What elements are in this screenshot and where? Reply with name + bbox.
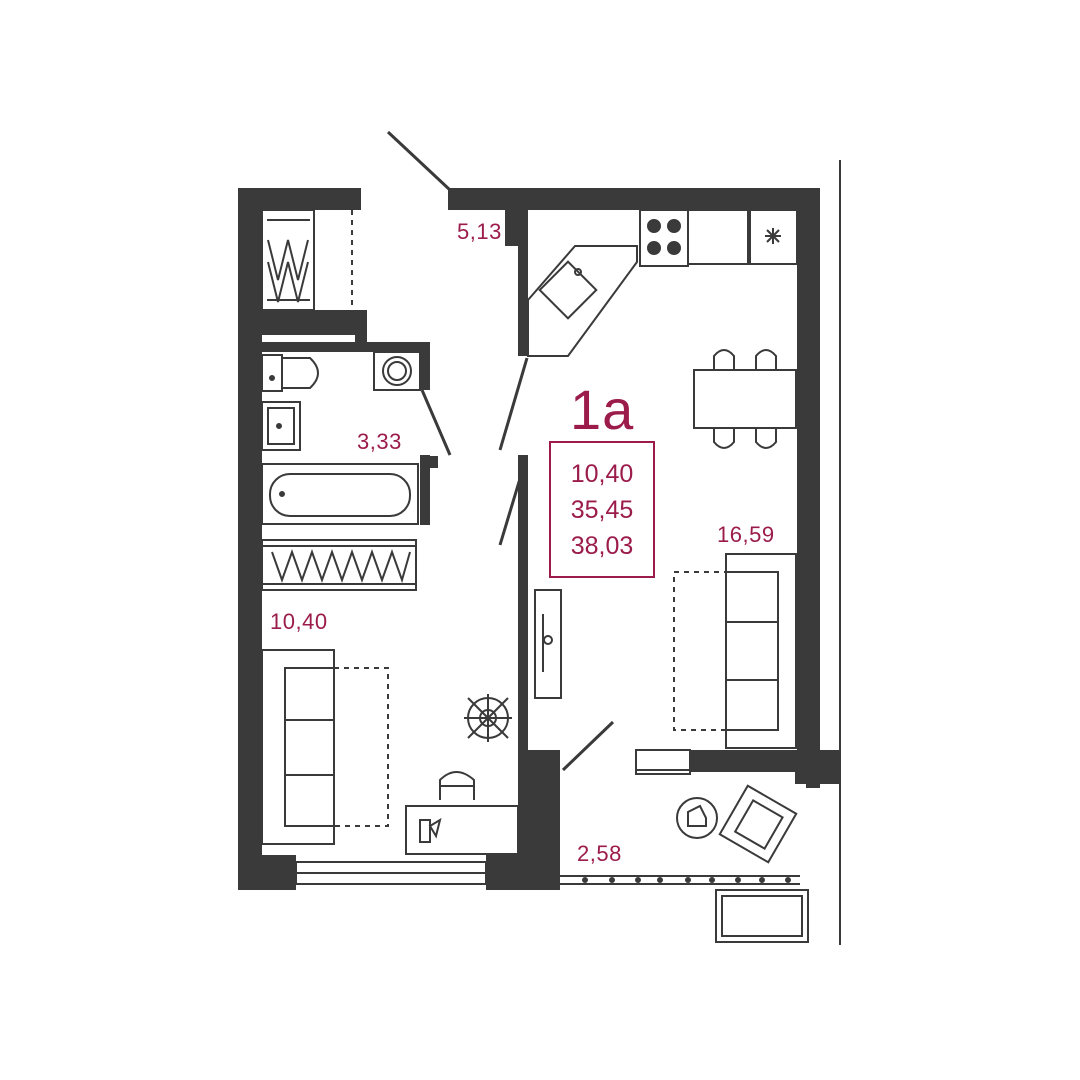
stove-icon — [639, 209, 689, 267]
room-area-bedroom: 10,40 — [270, 609, 328, 634]
room-area-hall: 5,13 — [457, 219, 502, 244]
bathtub-icon — [261, 463, 419, 525]
desk-icon — [405, 805, 519, 855]
wardrobe-icon — [261, 209, 353, 311]
dining-table-icon — [693, 349, 797, 449]
apartment-code: 1a — [570, 378, 635, 441]
sofa-icon — [673, 553, 797, 749]
total-area: 35,45 — [570, 495, 634, 524]
plant-icon — [464, 694, 512, 742]
balcony-rail-dots — [582, 877, 791, 883]
outer-box — [715, 889, 809, 943]
chair-icon — [676, 797, 718, 839]
tv-stand-icon — [635, 749, 691, 775]
tv-stand-icon — [534, 589, 562, 699]
outer-box-inner — [721, 895, 803, 937]
room-area-bathroom: 3,33 — [357, 429, 402, 454]
living-area: 10,40 — [570, 459, 634, 488]
room-area-balcony: 2,58 — [577, 841, 622, 866]
total-with-balcony: 38,03 — [570, 531, 634, 560]
chair-icon — [439, 771, 475, 800]
sofa-icon — [261, 649, 389, 845]
area-summary: 10,40 35,45 38,03 — [549, 441, 655, 578]
walls — [238, 188, 839, 890]
fridge-icon — [749, 209, 798, 265]
sink-icon — [527, 245, 638, 357]
doors — [386, 130, 615, 772]
sink-icon — [261, 401, 301, 451]
washing-machine-icon — [373, 351, 421, 391]
wardrobe-icon — [261, 539, 417, 591]
counter — [687, 209, 749, 265]
armchair-icon — [718, 784, 798, 864]
room-area-kitchen-living: 16,59 — [717, 522, 775, 547]
toilet-icon — [261, 354, 319, 392]
windows — [295, 160, 841, 945]
